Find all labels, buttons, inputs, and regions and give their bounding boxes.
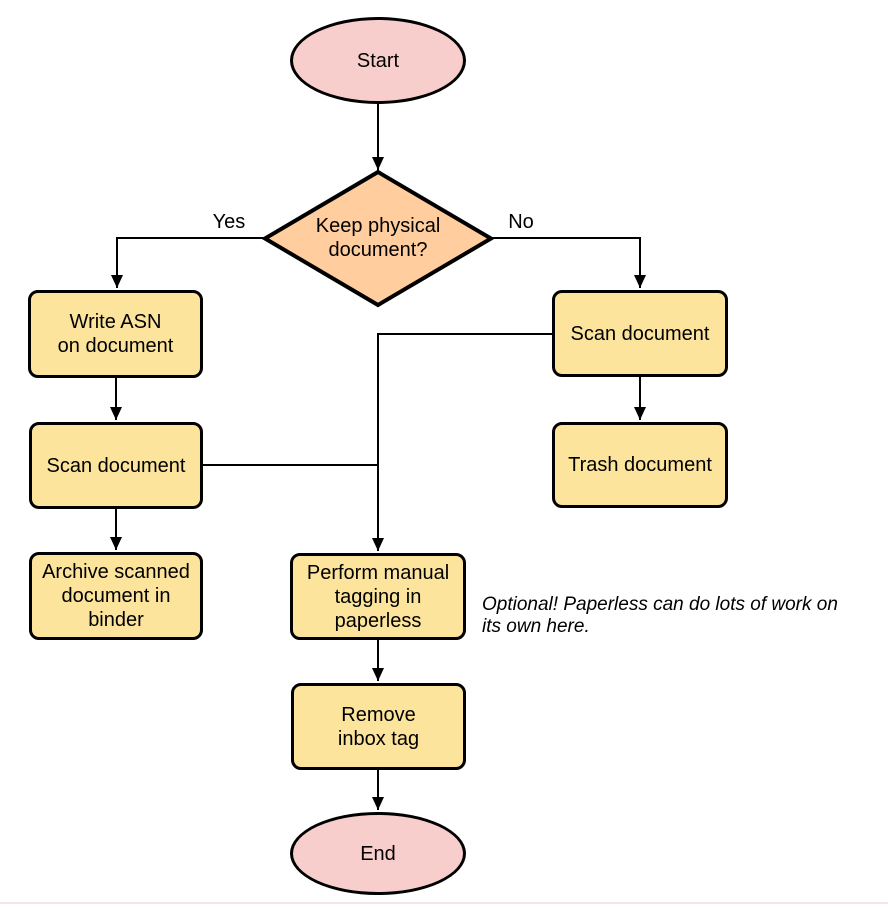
bottom-divider: [0, 902, 888, 904]
node-write-asn: Write ASN on document: [28, 290, 203, 378]
node-decision-label: Keep physical document?: [315, 215, 441, 261]
edge-decision-yes-to-write-asn: [111, 237, 265, 288]
node-perform-tagging-label: Perform manual tagging in paperless: [306, 561, 450, 632]
edge-label-no: No: [508, 211, 534, 233]
node-remove-inbox-tag: Remove inbox tag: [291, 683, 466, 770]
node-start: Start: [290, 17, 466, 104]
node-write-asn-label: Write ASN on document: [57, 311, 174, 357]
edge-decision-no-to-scan-right: [491, 237, 646, 288]
node-scan-document-left: Scan document: [29, 422, 203, 509]
optional-annotation: Optional! Paperless can do lots of work …: [482, 594, 838, 637]
node-archive-binder-label: Archive scanned document in binder: [42, 561, 190, 631]
node-archive-binder: Archive scanned document in binder: [29, 552, 203, 640]
node-start-label: Start: [356, 49, 400, 72]
decision-diamond-shape: [261, 169, 495, 308]
edge-scan-right-to-perform-tagging: [372, 333, 552, 551]
node-trash-document: Trash document: [552, 422, 728, 508]
node-perform-tagging: Perform manual tagging in paperless: [290, 553, 466, 640]
node-scan-document-right: Scan document: [552, 290, 728, 377]
node-scan-document-right-label: Scan document: [570, 322, 710, 345]
node-trash-document-label: Trash document: [568, 454, 712, 476]
node-end: End: [290, 812, 466, 895]
node-remove-inbox-tag-label: Remove inbox tag: [337, 703, 420, 750]
edge-label-yes: Yes: [212, 211, 246, 233]
node-end-label: End: [360, 842, 396, 865]
node-scan-document-left-label: Scan document: [46, 454, 186, 477]
